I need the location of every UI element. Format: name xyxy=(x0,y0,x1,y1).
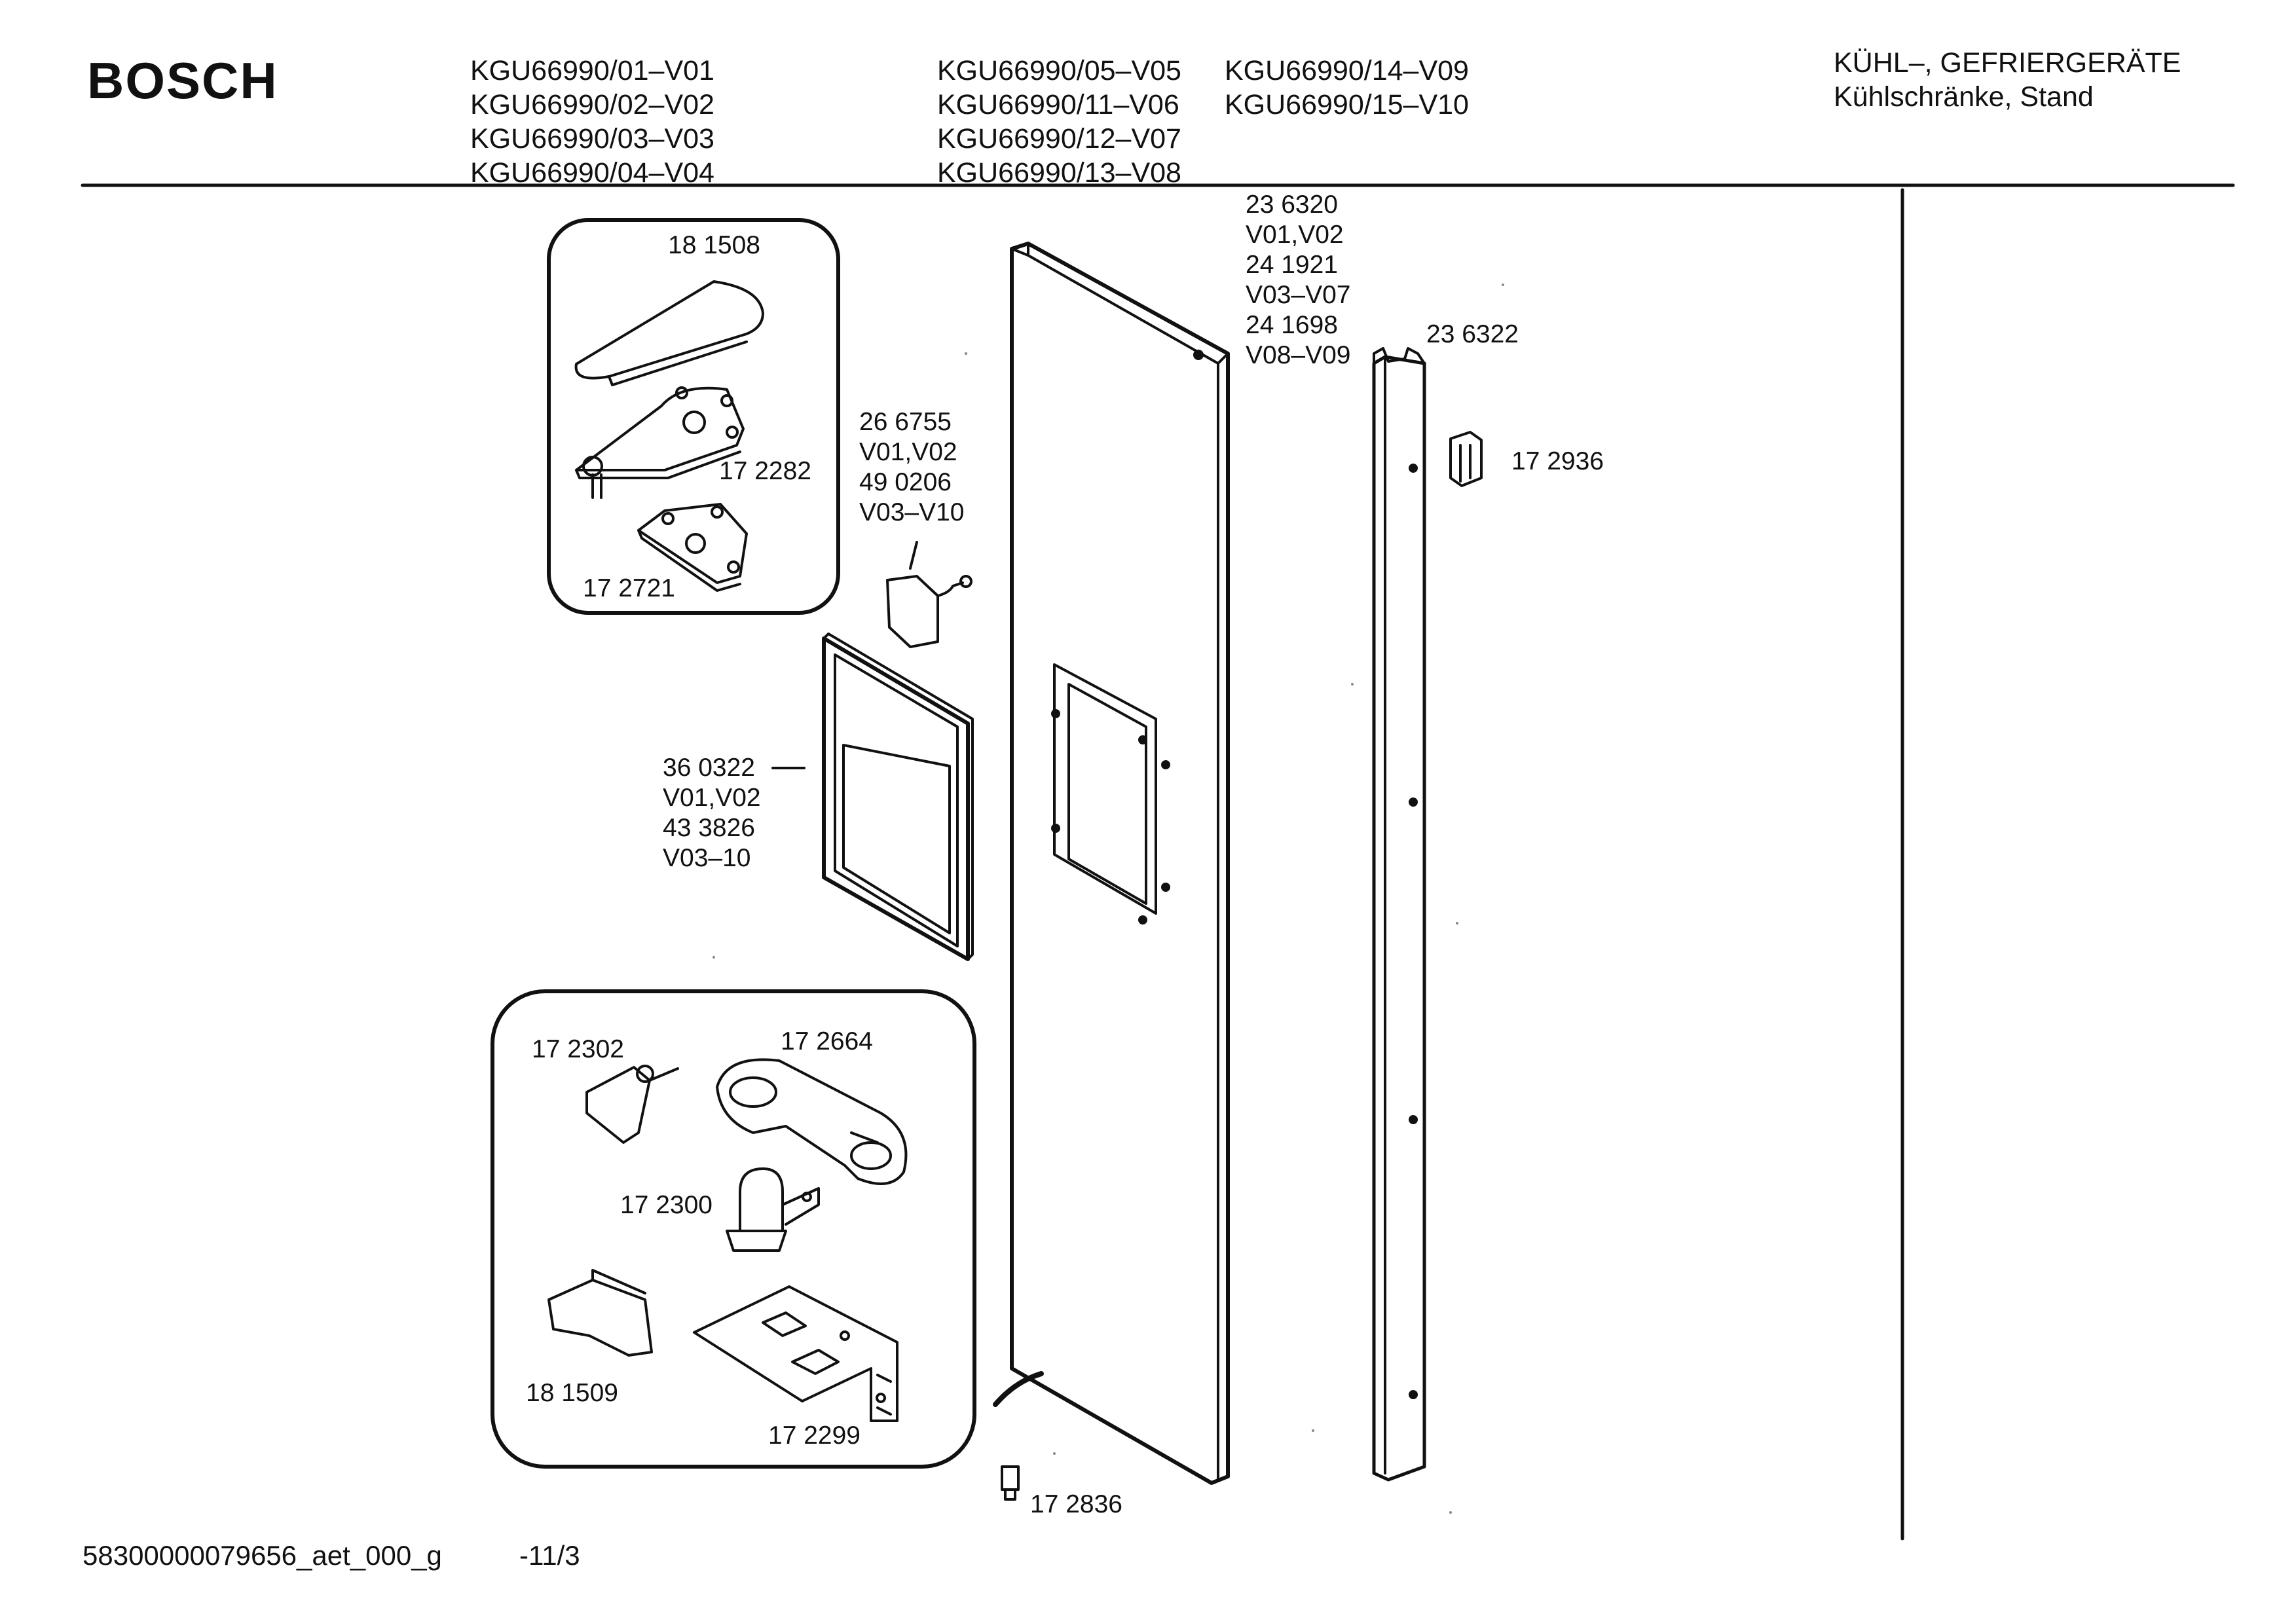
part-label: 26 6755 xyxy=(859,408,952,436)
lower-cover-part xyxy=(547,1279,653,1357)
part-label: 17 2282 xyxy=(719,457,811,485)
lower-hinge-group-frame xyxy=(491,989,976,1469)
door-cutout xyxy=(1053,663,1157,915)
part-label: 17 2664 xyxy=(781,1027,873,1055)
model-list-col3: KGU66990/14–V09 KGU66990/15–V10 xyxy=(1225,54,1469,122)
upper-hinge-plate-part xyxy=(575,386,745,471)
part-label: 23 6322 xyxy=(1426,320,1519,348)
door-handle-strip-part xyxy=(1372,355,1426,1482)
part-label: 36 0322 xyxy=(663,754,755,782)
lower-hinge-housing-part xyxy=(716,1058,908,1185)
part-label-group: 23 6320 V01,V02 24 1921 V03–V07 24 1698 … xyxy=(1246,190,1350,371)
part-label: 17 2300 xyxy=(620,1191,713,1219)
model-code: KGU66990/15–V10 xyxy=(1225,89,1469,120)
part-label: 23 6320 xyxy=(1246,191,1338,219)
brand-logo: BOSCH xyxy=(87,52,278,109)
model-code: KGU66990/13–V08 xyxy=(937,157,1181,189)
model-code: KGU66990/02–V02 xyxy=(470,89,714,120)
category-title: KÜHL–, GEFRIERGERÄTE xyxy=(1834,47,2181,79)
model-code: KGU66990/01–V01 xyxy=(470,55,714,86)
part-label: 17 2721 xyxy=(583,574,675,602)
clip-part xyxy=(1449,431,1483,487)
part-label: 17 2936 xyxy=(1511,447,1604,475)
hinge-cover-part xyxy=(574,280,764,380)
lower-hinge-plate-part xyxy=(693,1285,898,1422)
category-heading: KÜHL–, GEFRIERGERÄTE Kühlschränke, Stand xyxy=(1834,46,2181,114)
dispenser-frame-part xyxy=(822,636,970,961)
part-label: 24 1921 xyxy=(1246,251,1338,279)
part-label-group: 26 6755 V01,V02 49 0206 V03–V10 xyxy=(859,407,964,528)
part-label: 17 2299 xyxy=(768,1421,861,1450)
document-id: 58300000079656_aet_000_g xyxy=(83,1540,442,1571)
part-variant: V01,V02 xyxy=(1246,221,1344,249)
small-bracket-part xyxy=(585,1066,651,1144)
part-variant: V03–V10 xyxy=(859,498,965,526)
part-label: 17 2836 xyxy=(1030,1490,1122,1518)
model-code: KGU66990/03–V03 xyxy=(470,123,714,155)
part-label: 18 1508 xyxy=(668,231,760,259)
part-variant: V03–V07 xyxy=(1246,281,1351,309)
part-label: 49 0206 xyxy=(859,468,952,496)
part-variant: V01,V02 xyxy=(663,784,761,812)
part-variant: V03–10 xyxy=(663,844,751,872)
switch-part xyxy=(886,575,939,648)
part-label-group: 36 0322 V01,V02 43 3826 V03–10 xyxy=(663,753,761,873)
model-code: KGU66990/12–V07 xyxy=(937,123,1181,155)
part-variant: V08–V09 xyxy=(1246,341,1351,369)
model-code: KGU66990/04–V04 xyxy=(470,157,714,189)
page-number: -11/3 xyxy=(519,1540,580,1571)
model-code: KGU66990/11–V06 xyxy=(937,89,1179,120)
part-label: 17 2302 xyxy=(532,1035,624,1063)
part-label: 24 1698 xyxy=(1246,311,1338,339)
category-subtitle: Kühlschränke, Stand xyxy=(1834,81,2094,113)
part-label: 43 3826 xyxy=(663,814,755,842)
model-code: KGU66990/14–V09 xyxy=(1225,55,1469,86)
hinge-pin-part xyxy=(739,1167,784,1232)
model-list-col2: KGU66990/05–V05 KGU66990/11–V06 KGU66990… xyxy=(937,54,1181,190)
model-code: KGU66990/05–V05 xyxy=(937,55,1181,86)
model-list-col1: KGU66990/01–V01 KGU66990/02–V02 KGU66990… xyxy=(470,54,714,190)
door-panel-part xyxy=(1010,242,1230,1485)
part-variant: V01,V02 xyxy=(859,438,957,466)
plug-part xyxy=(1001,1465,1020,1491)
upper-hinge-group-frame xyxy=(547,218,840,615)
part-label: 18 1509 xyxy=(526,1379,618,1407)
